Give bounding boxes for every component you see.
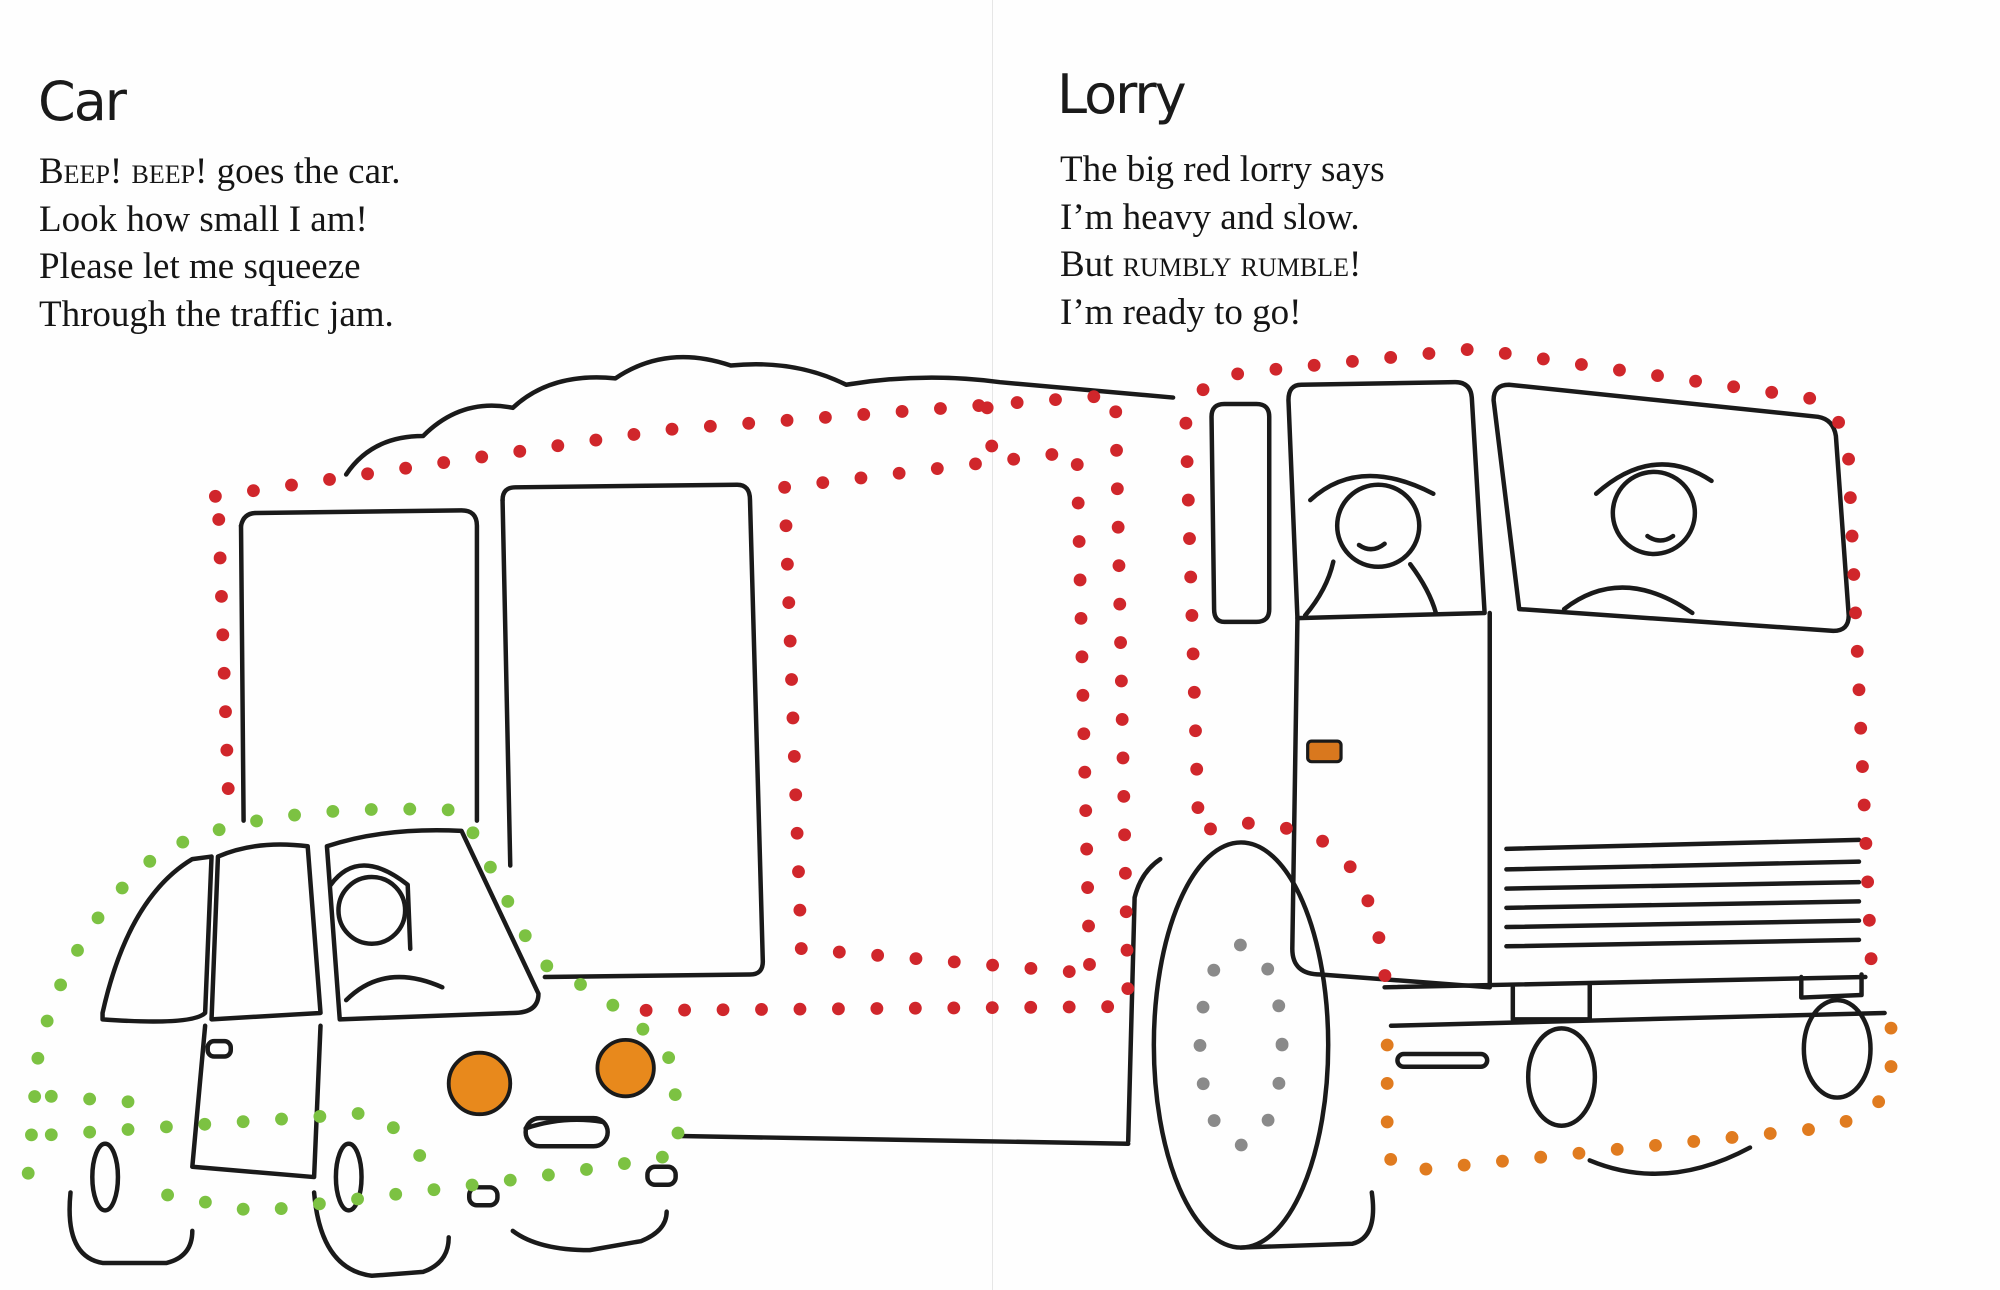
lorry-indicator-light	[1306, 739, 1343, 764]
poem-emphasis: rumbly rumble!	[1122, 244, 1362, 285]
poem-line: I’m ready to go!	[1060, 291, 1302, 333]
lorry-driver-1	[1302, 473, 1439, 618]
lorry-grille	[1504, 837, 1862, 949]
lorry-rear-wheel	[1525, 1026, 1598, 1129]
wheel-hub-dots	[1193, 938, 1289, 1152]
car-dots	[21, 802, 687, 1219]
car-headlight-right	[595, 1037, 656, 1099]
lorry-container-dots	[208, 388, 1135, 1017]
lorry-bumper-dots	[1380, 993, 1898, 1177]
lorry-rear-wheel-2	[1801, 997, 1873, 1100]
car-title: Car	[38, 70, 127, 133]
lorry-front-wheel	[1151, 840, 1331, 1250]
poem-line: But rumbly rumble!	[1060, 241, 1385, 289]
lorry-poem: The big red lorry says I’m heavy and slo…	[1060, 146, 1385, 336]
poem-line: Beep! beep! goes the car.	[39, 148, 401, 196]
poem-text: But	[1060, 244, 1123, 285]
poem-line: Please let me squeeze	[39, 246, 361, 287]
car-headlight-left	[446, 1050, 513, 1117]
car-poem: Beep! beep! goes the car. Look how small…	[39, 148, 401, 338]
poem-line: The big red lorry says	[1060, 149, 1385, 190]
poem-text: goes the car.	[207, 151, 401, 192]
poem-emphasis: Beep! beep!	[39, 151, 208, 192]
lorry-driver-2	[1561, 462, 1714, 616]
lorry-container-outline	[238, 354, 1176, 1146]
poem-line: I’m heavy and slow.	[1060, 196, 1360, 238]
page-fold	[992, 0, 993, 1290]
poem-line: Look how small I am!	[39, 198, 368, 240]
car-driver	[328, 863, 445, 1003]
lorry-title: Lorry	[1057, 63, 1187, 126]
car-outline	[67, 828, 678, 1279]
poem-line: Through the traffic jam.	[39, 293, 394, 335]
